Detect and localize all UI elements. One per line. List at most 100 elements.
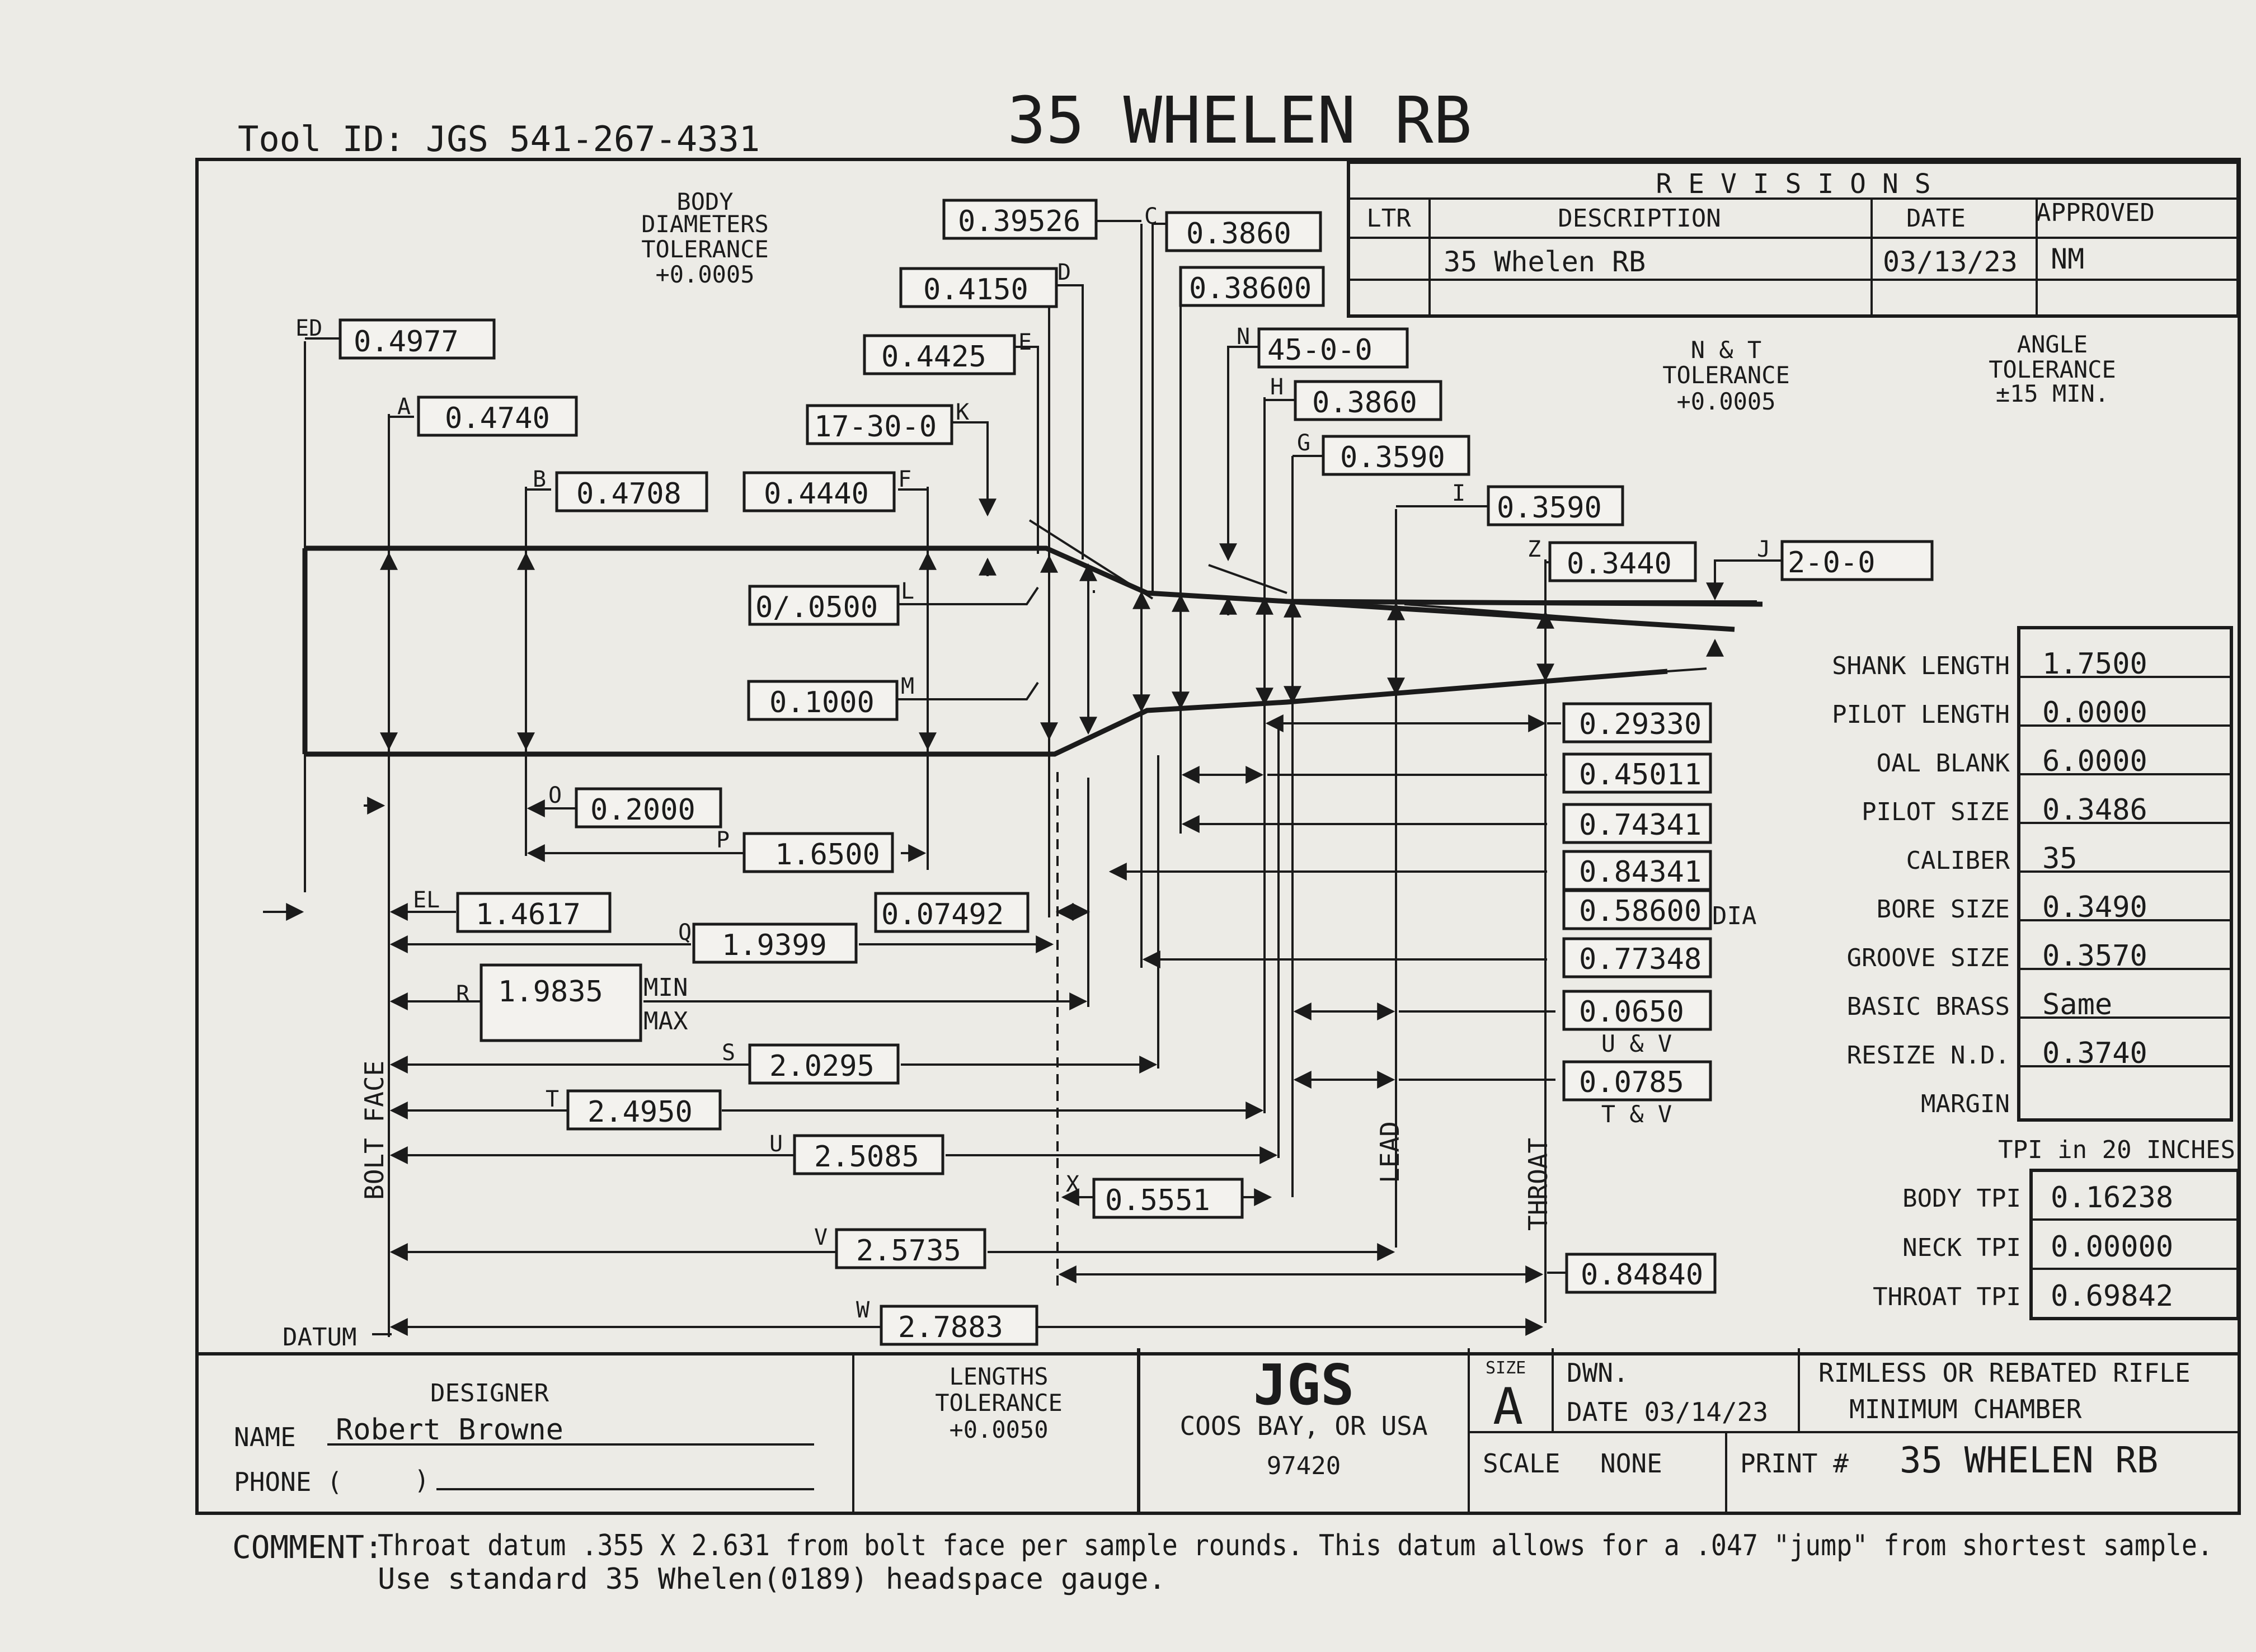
dim-letter: Z [1528,536,1541,562]
dim-B: B 0.4708 [533,467,708,512]
dim-L: 0/.0500 L [748,578,914,626]
dim-A: A 0.4740 [397,394,578,437]
title-block: DESIGNER NAME Robert Browne PHONE ( ) LE… [197,1348,2239,1513]
dim-U: U 2.5085 [769,1131,944,1175]
tpi-value: 0.00000 [2051,1230,2173,1264]
right-dim-value: 0.58600 [1579,895,1702,928]
dim-letter: EL [413,887,440,913]
phone-label: PHONE ( [234,1467,342,1497]
dim-letter: G [1297,430,1310,456]
tpi-label: NECK TPI [1902,1234,2021,1262]
dim-value: 0.4708 [576,477,682,511]
lengths-tol-line: +0.0050 [949,1416,1048,1443]
lengths-tol-line: TOLERANCE [935,1389,1063,1416]
spec-label: SHANK LENGTH [1832,652,2010,680]
dim-value: 1.4617 [476,898,581,931]
spec-value: 6.0000 [2042,745,2147,778]
dim-D: 0.4150 D [899,260,1071,308]
dim-letter: J [1757,536,1770,562]
dim-Q: Q 1.9399 0.07492 [678,892,1030,964]
dim-K: 17-30-0 K [806,399,969,445]
dim-letter: W [856,1297,870,1323]
dim-value: 0.4977 [354,325,459,359]
dim-min: MIN [643,973,688,1002]
dim-value: 2.0295 [769,1049,875,1083]
nt-tolerance-note: N & T TOLERANCE +0.0005 [1662,336,1790,415]
dim-value: 0.4150 [923,273,1028,307]
right-dim-value: 0.77348 [1579,943,1702,976]
dim-value: 0.3860 [1312,386,1417,420]
dim-F: 0.4440 F [742,467,911,512]
spec-value: 0.3490 [2042,891,2147,924]
print-label: PRINT # [1740,1448,1849,1479]
spec-label: RESIZE N.D. [1847,1041,2010,1070]
right-dimension-boxes: 0.29330 0.45011 0.74341 0.84341 0.58600 … [1547,702,1756,1294]
rev-approved: NM [2051,243,2084,275]
dim-W: W 2.7883 [856,1297,1038,1346]
dim-G: G 0.3590 [1297,430,1470,476]
dim-letter: C [1144,204,1158,229]
tpi-title: TPI in 20 INCHES [1998,1136,2235,1164]
dim-value: 0.3860 [1186,217,1291,251]
datum-label: DATUM [283,1323,356,1352]
dim-letter: O [548,783,562,808]
dim-C: 0.39526 C 0.3860 0.38600 [942,199,1325,307]
dim-letter: Q [678,920,692,945]
spec-value: 0.3740 [2042,1037,2147,1070]
dim-letter: E [1018,330,1032,355]
comment-line2: Use standard 35 Whelen(0189) headspace g… [378,1562,1166,1596]
dim-value: 2.5735 [856,1234,961,1268]
dim-letter: D [1058,260,1071,285]
spec-value: 1.7500 [2042,647,2147,681]
tool-id: Tool ID: JGS 541-267-4331 [238,119,760,159]
length-dimensions [263,797,1544,1336]
dim-value: 0.2000 [590,793,695,827]
note-line: TOLERANCE [1662,361,1790,389]
dim-N: N 45-0-0 [1237,324,1409,369]
dwn-label: DWN. [1567,1358,1629,1388]
tpi-label: THROAT TPI [1873,1283,2021,1311]
dim-value: 45-0-0 [1267,333,1373,367]
dim-R: R 1.9835 MIN MAX [456,963,688,1042]
dim-max: MAX [643,1007,688,1036]
dim-value: 2.5085 [814,1140,919,1174]
right-dim-value: 0.0785 [1579,1066,1684,1099]
company-zip: 97420 [1267,1452,1341,1480]
rev-header-description: DESCRIPTION [1558,204,1721,233]
spec-label: PILOT SIZE [1862,798,2010,826]
print-value: 35 WHELEN RB [1900,1440,2158,1481]
dia-label: DIA [1712,902,1756,930]
company-logo: JGS [1253,1352,1355,1418]
note-line: ANGLE [2017,331,2088,358]
right-dim-value: 0.84341 [1579,855,1702,889]
dim-value: 0.1000 [769,686,875,719]
dim-letter: S [722,1040,735,1066]
dim-value: 1.9399 [722,929,827,962]
dim-value: 0.3590 [1340,441,1445,474]
dim-E: 0.4425 E [863,330,1032,375]
spec-label: BORE SIZE [1877,895,2010,924]
right-dim-value: 0.0650 [1579,995,1684,1029]
throat-label: THROAT [1523,1138,1553,1231]
dim-value: 0.39526 [958,205,1080,238]
lead-label: LEAD [1375,1121,1405,1183]
dim-letter: B [533,467,546,492]
note-line: +0.0005 [1676,388,1775,415]
size-label: SIZE [1486,1358,1526,1378]
rev-header-date: DATE [1906,204,1966,233]
dim-letter: X [1066,1171,1079,1197]
dim-S: S 2.0295 [722,1040,900,1085]
dim-H: H 0.3860 [1270,374,1442,421]
right-length-arrows [1108,714,1561,1089]
right-dim-value: 0.84840 [1581,1258,1703,1292]
dim-value: 17-30-0 [814,410,937,444]
company-city: COOS BAY, OR USA [1179,1411,1427,1441]
spec-label: PILOT LENGTH [1832,700,2010,729]
dim-O: O 0.2000 [548,783,722,829]
lengths-tol-line: LENGTHS [949,1363,1048,1390]
uv-label: U & V [1601,1030,1672,1057]
rev-description: 35 Whelen RB [1444,246,1646,278]
right-dim-value: 0.45011 [1579,758,1702,792]
rev-date: 03/13/23 [1883,246,2018,278]
dim-value: 2.4950 [588,1095,693,1129]
